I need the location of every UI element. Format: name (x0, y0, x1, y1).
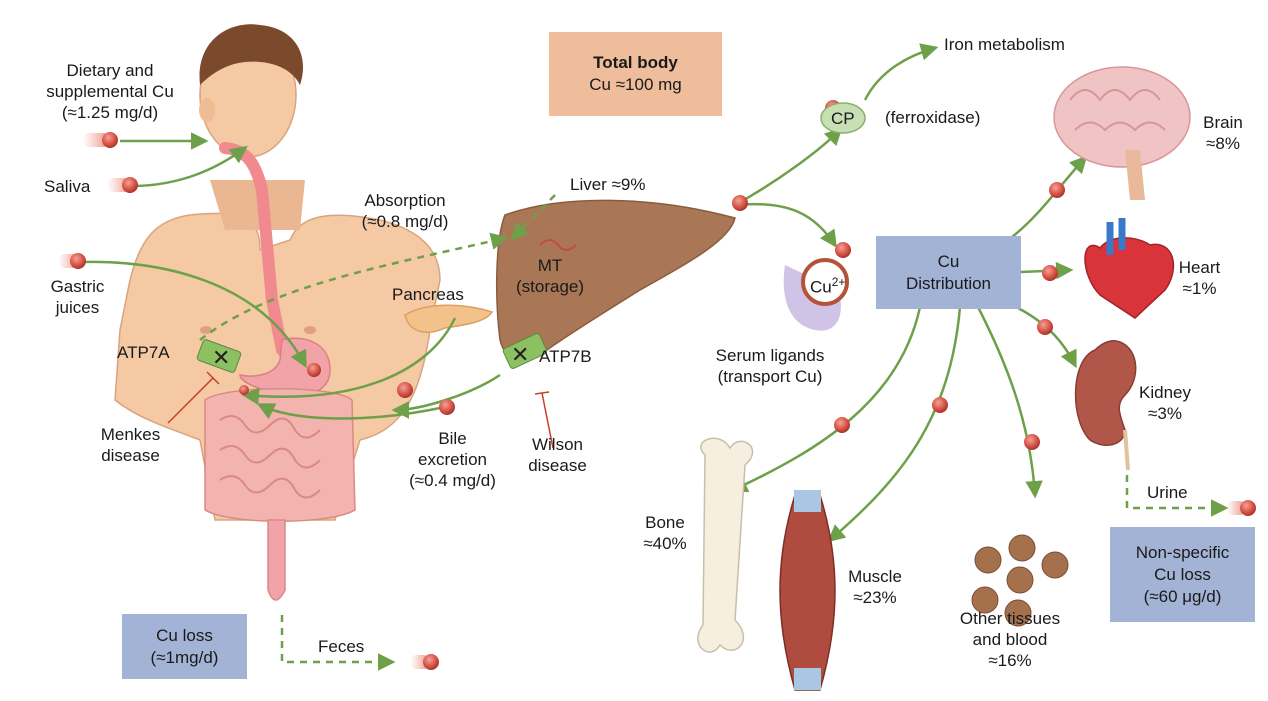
kidney-illustration (1076, 341, 1136, 470)
other-line-3: ≈16% (950, 650, 1070, 671)
menkes-line-2: disease (88, 445, 173, 466)
cu-loss-line-2: (≈1mg/d) (151, 647, 219, 669)
menkes-disease-label: Menkes disease (88, 424, 173, 466)
mt-storage-label: MT (storage) (505, 255, 595, 297)
cu2-ion-label: Cu2+ (810, 272, 845, 298)
cu-charge-text: 2+ (832, 275, 846, 289)
heart-line-1: Heart (1172, 257, 1227, 278)
heart-illustration (1085, 218, 1173, 318)
mt-line-2: (storage) (505, 276, 595, 297)
atp7a-label: ATP7A (117, 342, 170, 363)
absorption-label: Absorption (≈0.8 mg/d) (350, 190, 460, 232)
muscle-illustration (780, 490, 835, 690)
kidney-line-2: ≈3% (1135, 403, 1195, 424)
other-tissues-label: Other tissues and blood ≈16% (950, 608, 1070, 671)
kidney-label: Kidney ≈3% (1135, 382, 1195, 424)
kidney-line-1: Kidney (1135, 382, 1195, 403)
bone-line-2: ≈40% (635, 533, 695, 554)
ferroxidase-label: (ferroxidase) (885, 107, 980, 128)
serum-line-2: (transport Cu) (695, 366, 845, 387)
gastric-line-2: juices (40, 297, 115, 318)
brain-line-1: Brain (1198, 112, 1248, 133)
feces-label: Feces (318, 636, 364, 657)
gastric-juices-label: Gastric juices (40, 276, 115, 318)
dietary-line-2: supplemental Cu (40, 81, 180, 102)
distribution-line-1: Cu (938, 251, 960, 273)
muscle-line-2: ≈23% (840, 587, 910, 608)
saliva-label: Saliva (44, 176, 90, 197)
heart-line-2: ≈1% (1172, 278, 1227, 299)
bile-line-2: excretion (395, 449, 510, 470)
brain-label: Brain ≈8% (1198, 112, 1248, 154)
mt-line-1: MT (505, 255, 595, 276)
bone-line-1: Bone (635, 512, 695, 533)
atp7b-label: ATP7B (539, 346, 592, 367)
other-line-2: and blood (950, 629, 1070, 650)
distribution-line-2: Distribution (906, 273, 991, 295)
wilson-line-1: Wilson (515, 434, 600, 455)
dietary-line-1: Dietary and (40, 60, 180, 81)
dietary-label: Dietary and supplemental Cu (≈1.25 mg/d) (40, 60, 180, 123)
svg-text:✕: ✕ (511, 343, 529, 368)
other-line-1: Other tissues (950, 608, 1070, 629)
cu-loss-line-1: Cu loss (156, 625, 213, 647)
cu-distribution-box: Cu Distribution (876, 236, 1021, 309)
svg-text:✕: ✕ (212, 346, 230, 371)
bone-illustration (698, 438, 753, 652)
bone-label: Bone ≈40% (635, 512, 695, 554)
total-body-value: Cu ≈100 mg (589, 74, 682, 96)
nonspecific-line-2: Cu loss (1154, 564, 1211, 586)
liver-label: Liver ≈9% (570, 174, 645, 195)
dietary-line-3: (≈1.25 mg/d) (40, 102, 180, 123)
heart-label: Heart ≈1% (1172, 257, 1227, 299)
absorption-line-1: Absorption (350, 190, 460, 211)
nonspecific-line-3: (≈60 μg/d) (1144, 586, 1222, 608)
cu-loss-box: Cu loss (≈1mg/d) (122, 614, 247, 679)
serum-ligands-label: Serum ligands (transport Cu) (695, 345, 845, 387)
urine-label: Urine (1147, 482, 1188, 503)
bile-line-3: (≈0.4 mg/d) (395, 470, 510, 491)
bile-excretion-label: Bile excretion (≈0.4 mg/d) (395, 428, 510, 491)
total-body-box: Total body Cu ≈100 mg (549, 32, 722, 116)
nonspecific-line-1: Non-specific (1136, 542, 1230, 564)
pancreas-label: Pancreas (392, 284, 464, 305)
brain-line-2: ≈8% (1198, 133, 1248, 154)
nonspecific-cu-loss-box: Non-specific Cu loss (≈60 μg/d) (1110, 527, 1255, 622)
muscle-label: Muscle ≈23% (840, 566, 910, 608)
brain-illustration (1054, 67, 1190, 200)
wilson-disease-label: Wilson disease (515, 434, 600, 476)
total-body-title: Total body (593, 52, 678, 74)
cp-label: CP (831, 108, 855, 129)
cu-ion-text: Cu (810, 278, 832, 297)
absorption-line-2: (≈0.8 mg/d) (350, 211, 460, 232)
gastric-line-1: Gastric (40, 276, 115, 297)
muscle-line-1: Muscle (840, 566, 910, 587)
serum-line-1: Serum ligands (695, 345, 845, 366)
wilson-line-2: disease (515, 455, 600, 476)
menkes-line-1: Menkes (88, 424, 173, 445)
iron-metabolism-label: Iron metabolism (944, 34, 1065, 55)
bile-line-1: Bile (395, 428, 510, 449)
